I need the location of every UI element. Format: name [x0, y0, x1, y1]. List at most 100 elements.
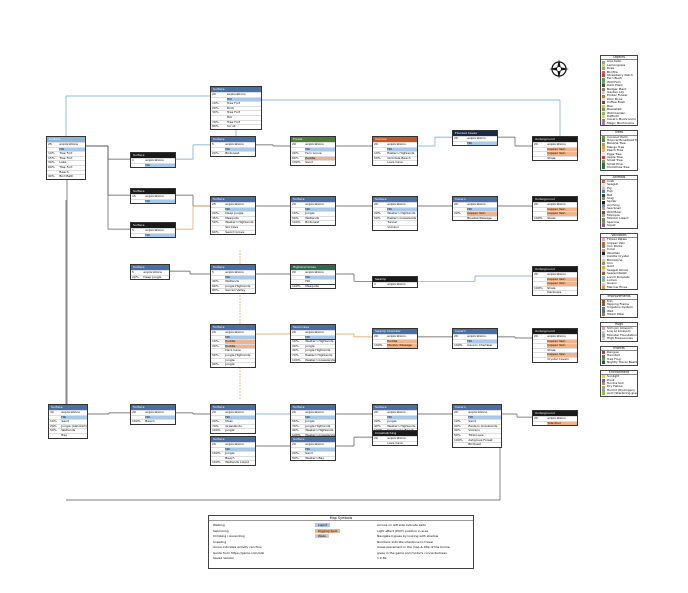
row-percent: 70% [292, 352, 299, 357]
legend-item-label: Garden Lily [607, 91, 625, 95]
row-label: Volcano [387, 224, 399, 229]
area-title: Surface [131, 405, 175, 410]
row-label: Hill [145, 164, 175, 168]
area-row: 70%Grasslands [211, 423, 255, 429]
row-percent: 50% [374, 155, 381, 160]
row-label: Copper Vein [547, 208, 577, 212]
legend-item: Lichen [601, 279, 637, 283]
row-percent: 100% [212, 451, 221, 456]
area-row: 100%Ashgrove Forest [453, 437, 501, 443]
legend-item: Peach Tree [601, 149, 637, 153]
area-title: Sand Cave [291, 325, 335, 330]
row-percent: 100% [374, 343, 383, 348]
legend-swatch-icon [602, 272, 605, 276]
row-label: Tide Pool [547, 422, 577, 426]
area-row: Hill [373, 414, 417, 420]
legend-item-label: Iron [607, 261, 613, 265]
row-percent [533, 353, 547, 357]
row-percent: 20 [212, 442, 216, 446]
row-label: Shale [547, 285, 556, 290]
legend-item-label: Crab [607, 180, 615, 183]
legend-item: Rose [601, 67, 637, 71]
key-title: Map Symbols [209, 516, 473, 521]
legend-swatch-icon [602, 180, 605, 184]
row-percent: 10% [292, 211, 299, 216]
legend-item: Dry Fallow [601, 385, 637, 389]
row-percent [453, 208, 467, 212]
legend-swatch-icon [602, 204, 605, 208]
row-percent: 5 [212, 270, 214, 274]
row-label: Jungle [225, 451, 235, 456]
legend-item: Haunted [601, 354, 637, 358]
area-row: 20%Jungle (Ashokeh) [49, 423, 87, 429]
row-percent: 30 [50, 410, 54, 414]
legend-item: Tapping Frame [601, 303, 637, 307]
row-label: Copper Vein [467, 212, 497, 216]
row-percent: 20 [374, 334, 378, 338]
row-label: Tree Fort [227, 101, 241, 106]
row-label: Jungle Highlands [225, 283, 251, 288]
row-percent: 40% [292, 348, 299, 353]
row-percent [49, 434, 61, 438]
legend-item: Wild Garden [601, 112, 637, 115]
row-label: Copper Vein [547, 340, 577, 344]
row-label: Jungle [225, 428, 235, 433]
row-label: Ski Cave [225, 224, 239, 229]
row-percent [211, 359, 225, 363]
legend-swatch-icon [602, 382, 605, 386]
legend-item: Daffodil [601, 115, 637, 119]
row-label: explorations [305, 442, 324, 446]
area-title: Swamp [373, 277, 417, 282]
legend-swatch-icon [602, 207, 605, 211]
legend-item: Copper Vein [601, 242, 637, 245]
area-row: 70%Jungle Highlands [291, 423, 335, 429]
area-row: Hill [373, 206, 417, 212]
row-label: Dark Cave [225, 348, 241, 353]
row-percent: 70% [212, 423, 219, 428]
row-label: explorations [305, 270, 324, 274]
legend-item-label: Magic Mushrooms [607, 121, 635, 125]
row-percent: 10% [48, 151, 55, 156]
